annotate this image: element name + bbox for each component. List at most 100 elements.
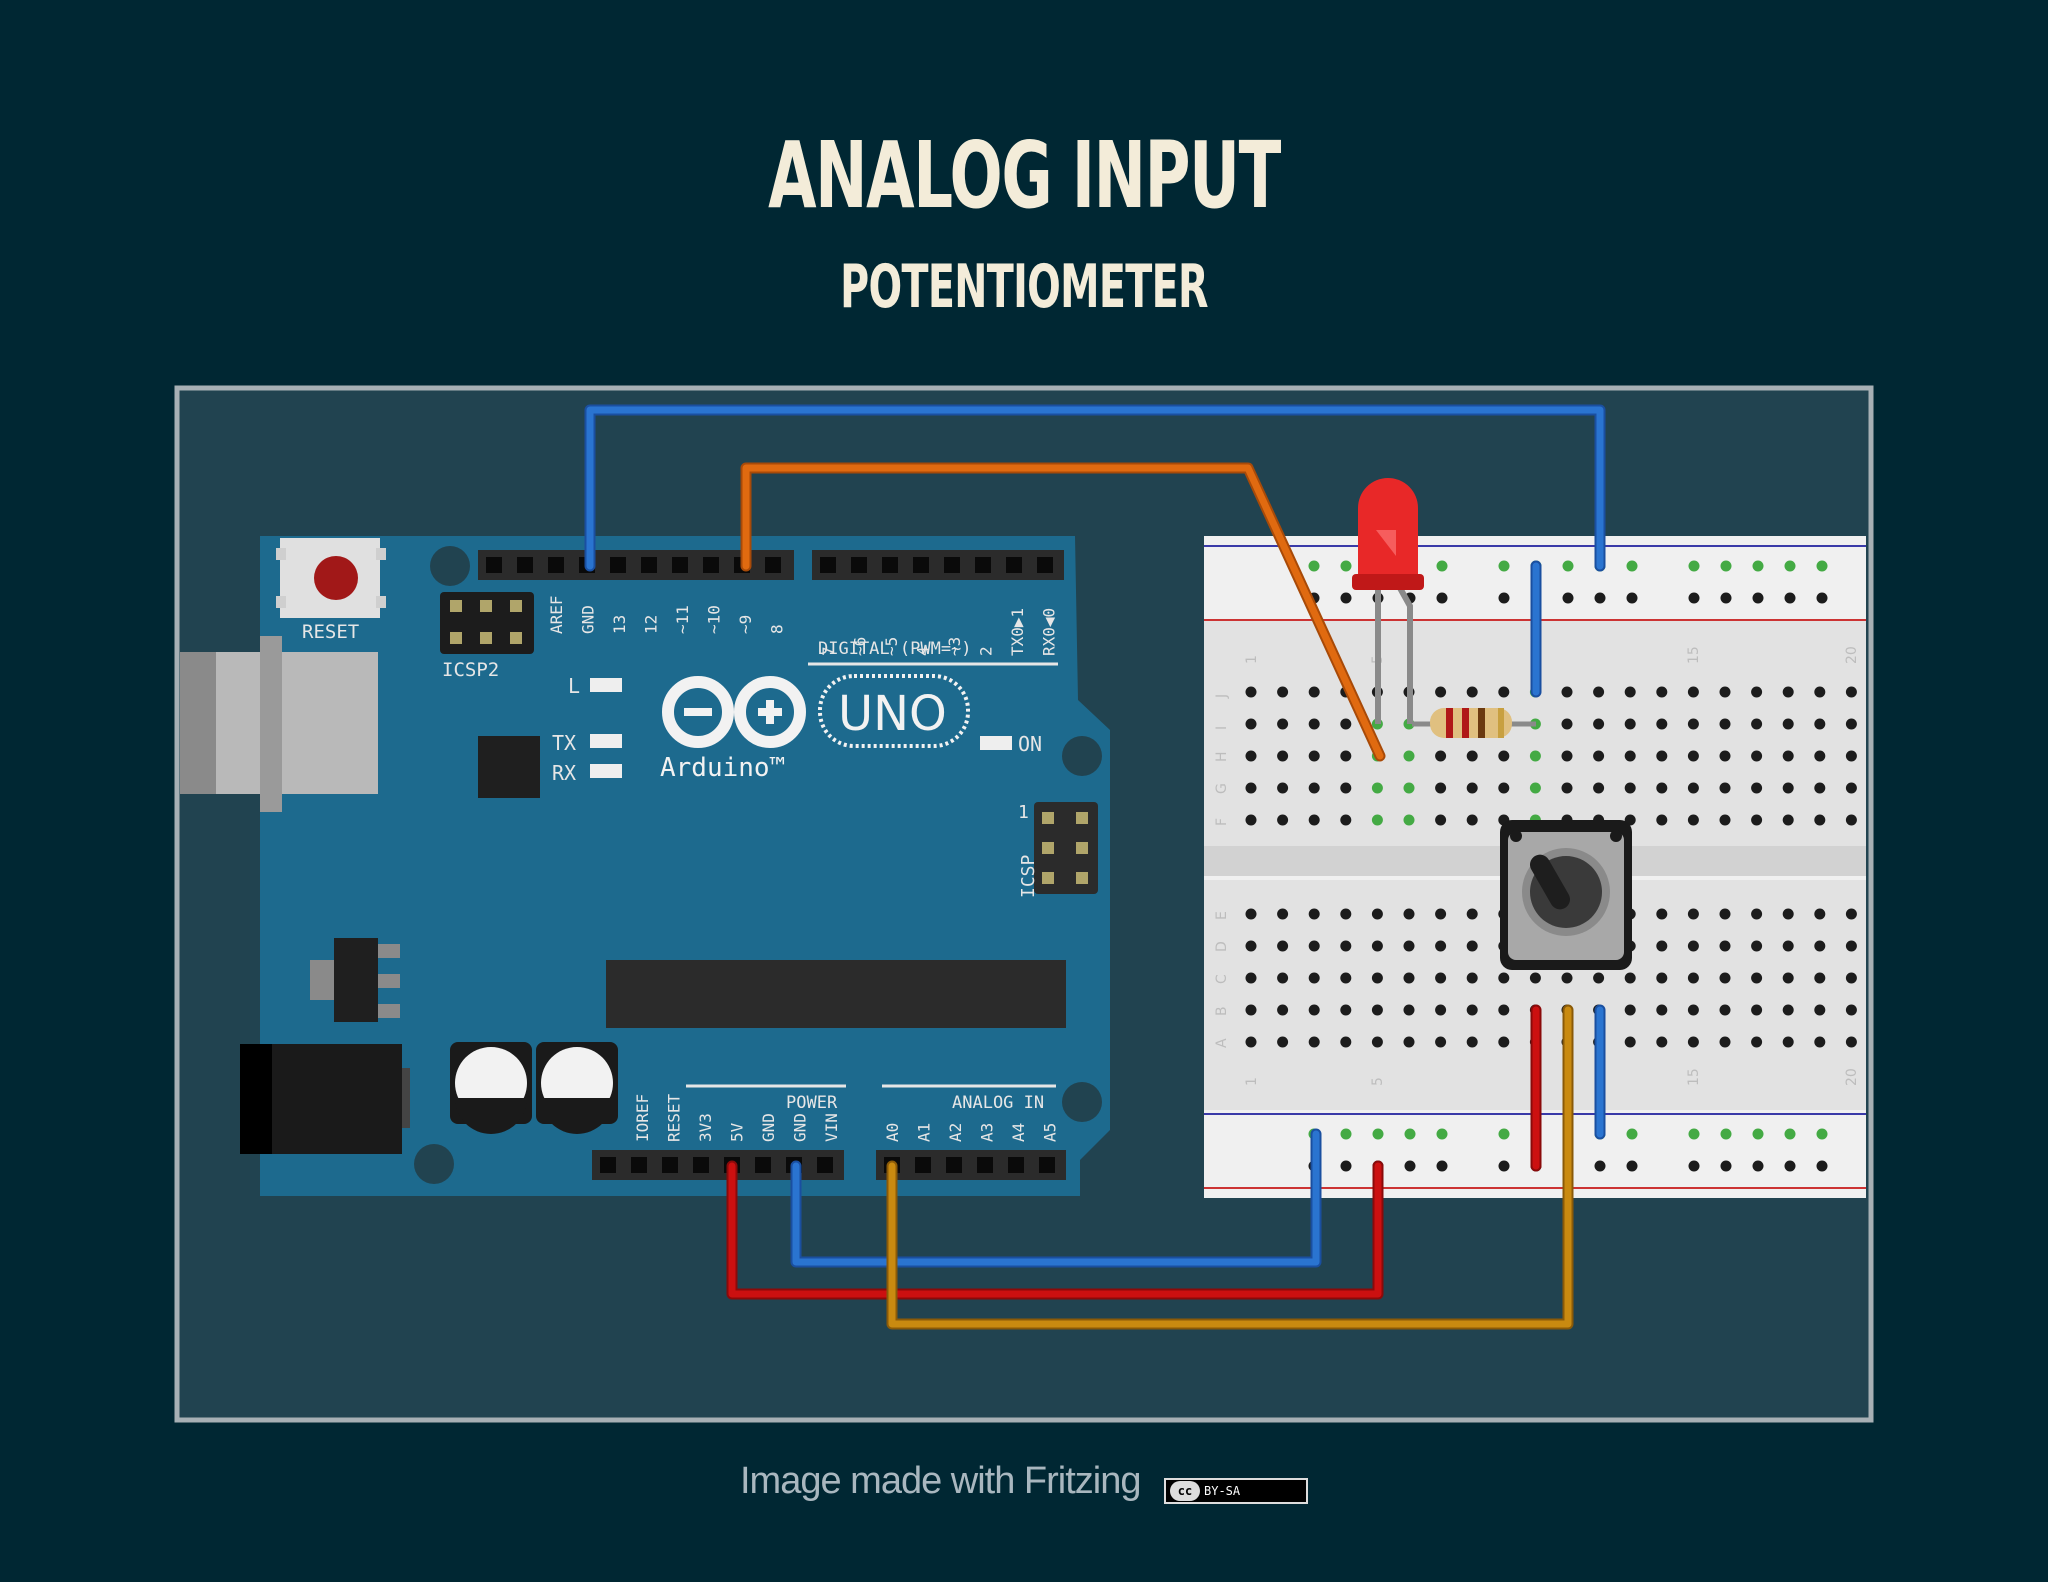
column-number: 1 <box>1244 655 1260 664</box>
breadboard-hole <box>1529 782 1541 794</box>
rail-hole <box>1404 1128 1416 1140</box>
breadboard-hole <box>1308 940 1320 952</box>
breadboard-hole <box>1371 1004 1383 1016</box>
breadboard-hole <box>1845 718 1857 730</box>
page-subtitle: POTENTIOMETER <box>840 252 1208 322</box>
rail-hole <box>1688 1128 1700 1140</box>
breadboard-hole <box>1782 814 1794 826</box>
mount-hole-bottom-right <box>1062 1082 1102 1122</box>
breadboard-hole <box>1593 782 1605 794</box>
breadboard-hole <box>1782 750 1794 762</box>
header-pin <box>631 1157 647 1173</box>
breadboard-hole <box>1498 782 1510 794</box>
resistor <box>1412 708 1536 738</box>
breadboard-hole <box>1719 718 1731 730</box>
breadboard-hole <box>1466 940 1478 952</box>
breadboard-hole <box>1751 908 1763 920</box>
breadboard-hole <box>1814 1004 1826 1016</box>
power-label: POWER <box>786 1093 838 1113</box>
breadboard-hole <box>1561 972 1573 984</box>
breadboard-hole <box>1277 750 1289 762</box>
rail-hole <box>1436 560 1448 572</box>
rail-hole <box>1372 1128 1384 1140</box>
breadboard-hole <box>1403 908 1415 920</box>
breadboard-hole <box>1308 972 1320 984</box>
breadboard-hole <box>1845 1004 1857 1016</box>
breadboard-hole <box>1814 972 1826 984</box>
breadboard-hole <box>1308 686 1320 698</box>
breadboard-hole <box>1751 782 1763 794</box>
on-label: ON <box>1018 732 1042 756</box>
rail-hole <box>1752 1128 1764 1140</box>
digital-pin-label: 8 <box>768 624 787 634</box>
power-pin-label: 5V <box>728 1122 747 1142</box>
breadboard-hole <box>1814 814 1826 826</box>
header-pin <box>672 557 688 573</box>
header-pin <box>1039 1157 1055 1173</box>
breadboard-hole <box>1277 940 1289 952</box>
digital-pin-label: 7 <box>819 646 838 656</box>
rail-hole <box>1752 1160 1764 1172</box>
mount-hole-bottom-left <box>414 1144 454 1184</box>
breadboard-hole <box>1719 782 1731 794</box>
power-pin-label: IOREF <box>633 1094 652 1142</box>
cc-icon: cc <box>1170 1481 1200 1501</box>
breadboard-hole <box>1498 1004 1510 1016</box>
icsp-pin1-label: 1 <box>1018 802 1029 823</box>
column-number: 20 <box>1844 646 1860 664</box>
page-title: ANALOG INPUT <box>768 122 1281 229</box>
row-letter: D <box>1214 941 1230 952</box>
breadboard-hole <box>1593 750 1605 762</box>
header-pin <box>610 557 626 573</box>
breadboard-hole <box>1340 940 1352 952</box>
breadboard-hole <box>1719 686 1731 698</box>
breadboard-hole <box>1782 686 1794 698</box>
breadboard-hole <box>1466 1036 1478 1048</box>
mount-hole-top <box>430 546 470 586</box>
breadboard-hole <box>1624 686 1636 698</box>
breadboard-hole <box>1340 1036 1352 1048</box>
row-letter: B <box>1214 1006 1230 1016</box>
breadboard-hole <box>1245 940 1257 952</box>
breadboard-hole <box>1656 814 1668 826</box>
rail-hole <box>1752 560 1764 572</box>
breadboard-hole <box>1277 972 1289 984</box>
breadboard-hole <box>1719 972 1731 984</box>
breadboard-hole <box>1403 940 1415 952</box>
breadboard-hole <box>1435 1036 1447 1048</box>
digital-pin-label: ~5 <box>882 637 901 656</box>
usb-chip <box>478 736 540 798</box>
breadboard-hole <box>1308 908 1320 920</box>
breadboard-hole <box>1814 718 1826 730</box>
breadboard-hole <box>1435 1004 1447 1016</box>
header-pin <box>977 1157 993 1173</box>
icsp2-label: ICSP2 <box>442 659 499 681</box>
header-pin <box>944 557 960 573</box>
breadboard-hole <box>1435 686 1447 698</box>
breadboard-hole <box>1719 908 1731 920</box>
rail-hole <box>1720 560 1732 572</box>
l-label: L <box>568 674 580 698</box>
power-pin-label: GND <box>759 1113 778 1142</box>
breadboard-hole <box>1561 686 1573 698</box>
breadboard-hole <box>1719 940 1731 952</box>
header-pin <box>755 1157 771 1173</box>
breadboard-hole <box>1593 686 1605 698</box>
rail-hole <box>1816 560 1828 572</box>
rail-hole <box>1752 592 1764 604</box>
breadboard-hole <box>1435 940 1447 952</box>
breadboard-hole <box>1277 908 1289 920</box>
analog-pin-label: A2 <box>946 1123 965 1142</box>
breadboard-hole <box>1498 972 1510 984</box>
breadboard-hole <box>1529 972 1541 984</box>
header-pin <box>915 1157 931 1173</box>
digital-pin-label: 12 <box>642 615 661 634</box>
row-letter: I <box>1214 726 1230 730</box>
breadboard-hole <box>1624 718 1636 730</box>
rail-hole <box>1562 592 1574 604</box>
breadboard-hole <box>1371 972 1383 984</box>
uno-model: UNO <box>838 686 947 742</box>
column-number: 5 <box>1370 1077 1386 1086</box>
breadboard-hole <box>1687 718 1699 730</box>
